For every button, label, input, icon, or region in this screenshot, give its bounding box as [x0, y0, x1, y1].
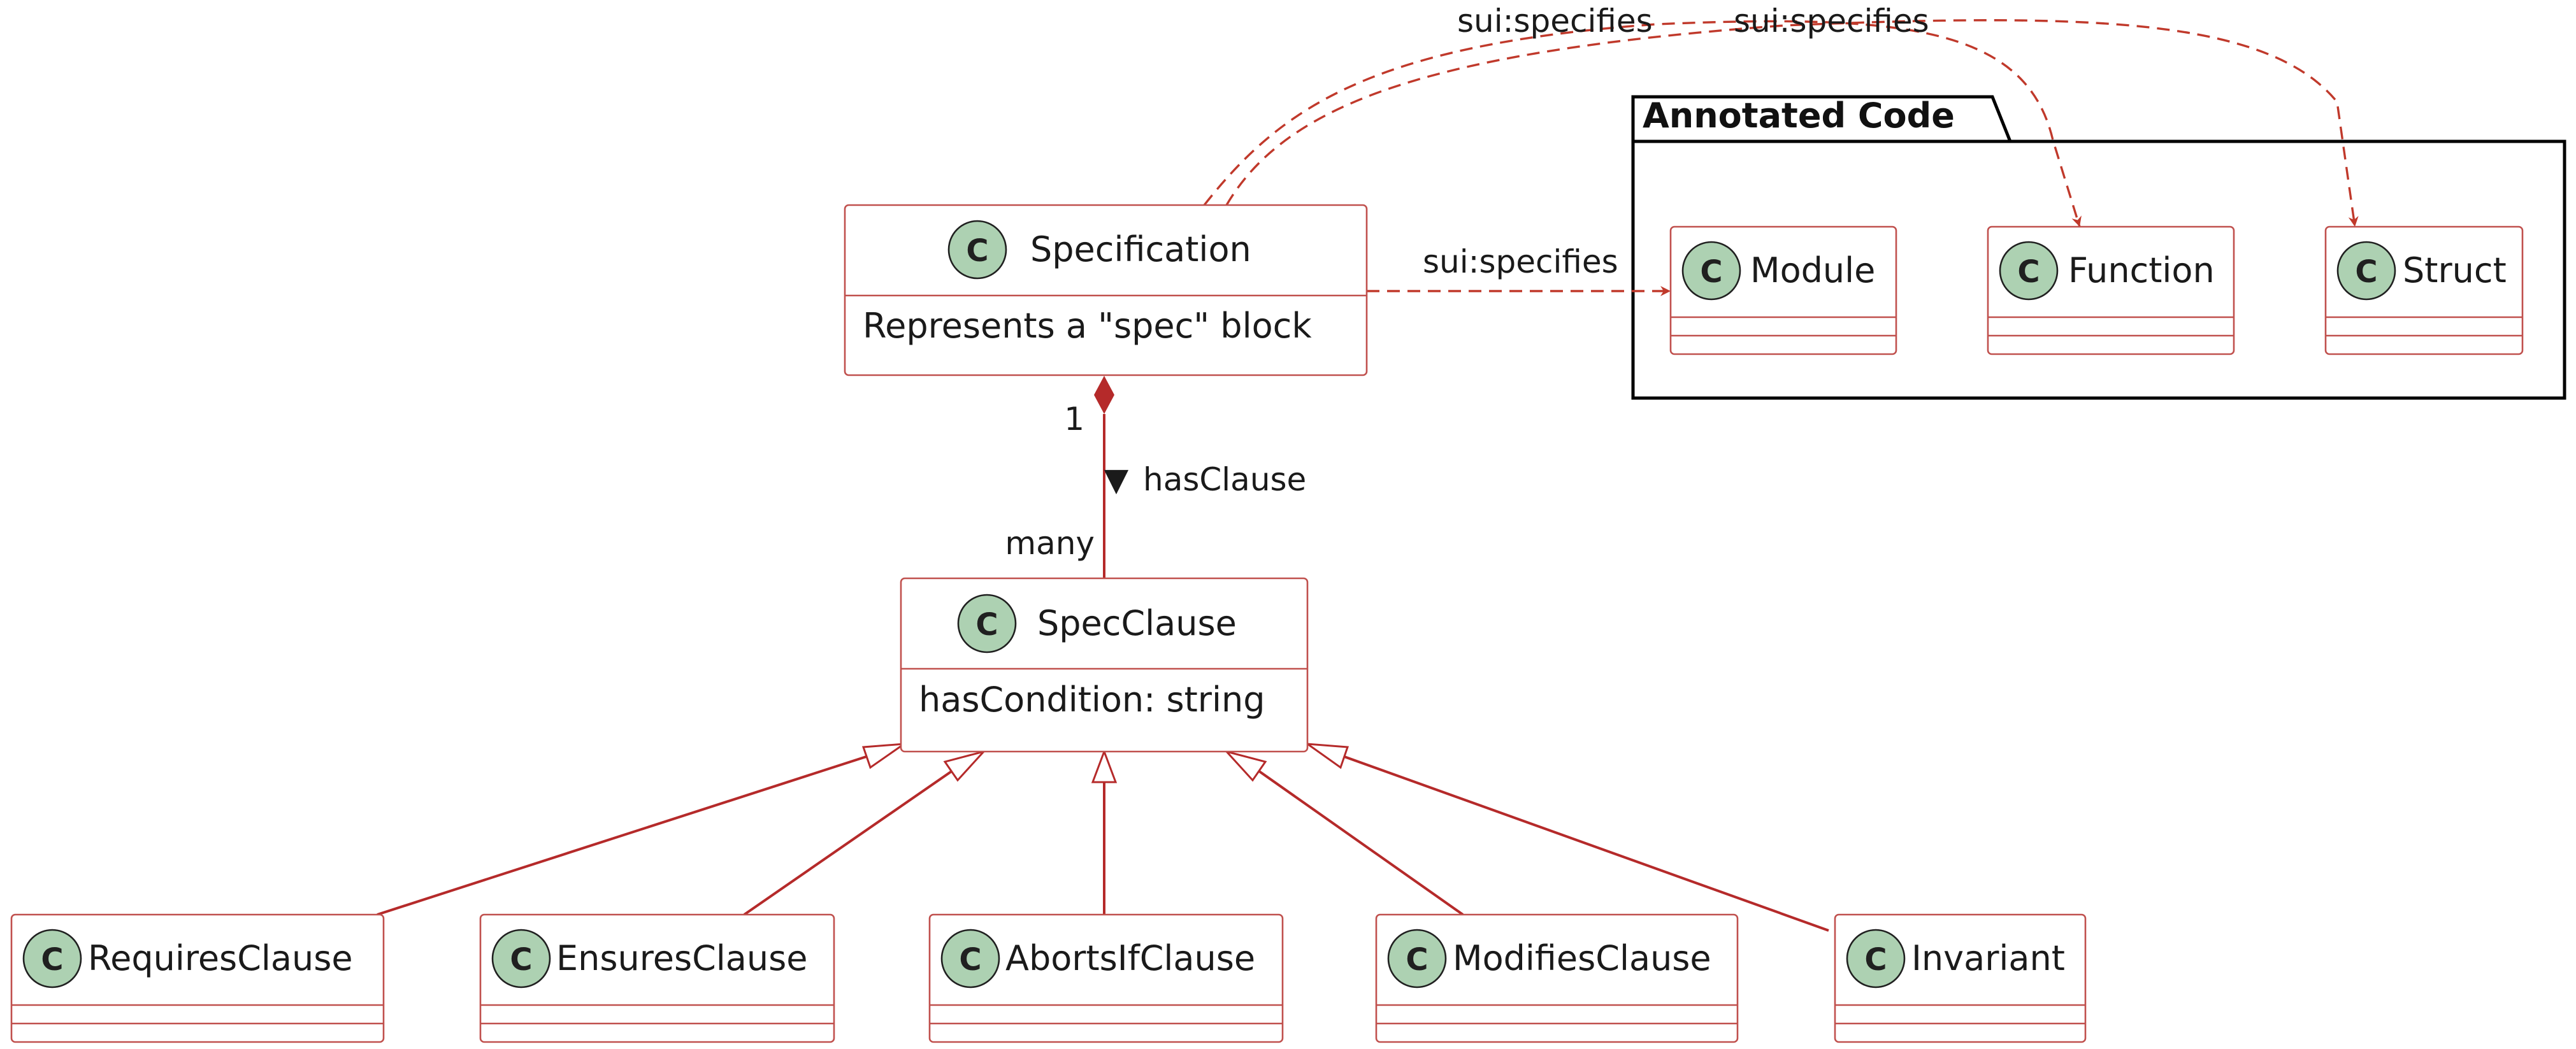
class-name: AbortsIfClause	[1005, 938, 1255, 978]
class-aborts-if-clause[interactable]: C AbortsIfClause	[928, 913, 1284, 1043]
class-name: RequiresClause	[88, 938, 353, 978]
class-icon: C	[957, 594, 1017, 653]
relation-specifies-struct[interactable]: sui:specifies	[1225, 3, 2359, 227]
multiplicity-target: many	[1005, 525, 1095, 562]
class-name: Module	[1750, 250, 1875, 290]
package-title: Annotated Code	[1643, 96, 1955, 136]
relation-specifies-function[interactable]: sui:specifies	[1203, 3, 2082, 227]
class-icon: C	[1387, 929, 1447, 988]
class-field: Represents a "spec" block	[863, 306, 1312, 346]
class-icon: C	[1999, 241, 2059, 301]
inheritance-triangle-icon	[1223, 750, 1267, 782]
svg-text:C: C	[2017, 254, 2040, 290]
svg-text:C: C	[966, 233, 988, 269]
class-name: EnsuresClause	[556, 938, 807, 978]
svg-text:C: C	[1864, 942, 1887, 978]
class-icon: C	[2336, 241, 2396, 301]
multiplicity-source: 1	[1064, 401, 1084, 438]
class-field: hasCondition: string	[919, 680, 1265, 720]
relation-generalization-invariant[interactable]	[1304, 743, 1829, 932]
class-icon: C	[1846, 929, 1906, 988]
class-icon: C	[940, 929, 1000, 988]
class-name: ModifiesClause	[1453, 938, 1711, 978]
relation-label-specifies-function: sui:specifies	[1457, 3, 1653, 39]
inheritance-triangle-icon	[861, 743, 908, 769]
class-name: Function	[2068, 250, 2215, 290]
inheritance-triangle-icon	[943, 750, 987, 782]
relation-label-specifies-struct: sui:specifies	[1734, 3, 1929, 39]
class-icon: C	[22, 929, 82, 988]
relation-label-specifies-module: sui:specifies	[1423, 243, 1618, 280]
class-name: Invariant	[1911, 938, 2065, 978]
svg-text:C: C	[41, 942, 63, 978]
svg-text:C: C	[1406, 942, 1428, 978]
relation-generalization-modifies[interactable]	[1223, 750, 1464, 916]
class-ensures-clause[interactable]: C EnsuresClause	[479, 913, 835, 1043]
class-name: Specification	[1030, 229, 1251, 269]
class-modifies-clause[interactable]: C ModifiesClause	[1375, 913, 1739, 1043]
relation-has-clause[interactable]: 1 many ▼ hasClause	[1005, 376, 1306, 578]
class-invariant[interactable]: C Invariant	[1834, 913, 2087, 1043]
svg-text:C: C	[510, 942, 532, 978]
direction-arrow-icon: ▼	[1104, 461, 1129, 498]
inheritance-triangle-icon	[1304, 743, 1349, 769]
inheritance-triangle-icon	[1091, 748, 1118, 783]
svg-text:C: C	[959, 942, 981, 978]
relation-generalization-ensures[interactable]	[743, 750, 987, 916]
class-specification[interactable]: C Specification Represents a "spec" bloc…	[844, 204, 1368, 376]
package-annotated-code[interactable]: Annotated Code	[1631, 95, 2566, 400]
class-struct[interactable]: C Struct	[2324, 225, 2524, 355]
composition-diamond-icon	[1094, 376, 1114, 414]
relation-generalization-requires[interactable]	[377, 743, 908, 916]
relation-label-has-clause: hasClause	[1143, 461, 1306, 498]
class-requires-clause[interactable]: C RequiresClause	[10, 913, 385, 1043]
relation-generalization-aborts-if[interactable]	[1091, 748, 1118, 915]
class-spec-clause[interactable]: C SpecClause hasCondition: string	[900, 577, 1309, 753]
class-name: Struct	[2403, 250, 2507, 290]
class-function[interactable]: C Function	[1987, 225, 2235, 355]
svg-text:C: C	[2355, 254, 2377, 290]
class-icon: C	[1681, 241, 1741, 301]
relation-specifies-module[interactable]: sui:specifies	[1367, 243, 1671, 296]
class-module[interactable]: C Module	[1669, 225, 1897, 355]
class-icon: C	[947, 220, 1007, 280]
svg-text:C: C	[1700, 254, 1722, 290]
svg-text:C: C	[975, 607, 998, 643]
class-name: SpecClause	[1037, 603, 1237, 643]
class-icon: C	[491, 929, 551, 988]
